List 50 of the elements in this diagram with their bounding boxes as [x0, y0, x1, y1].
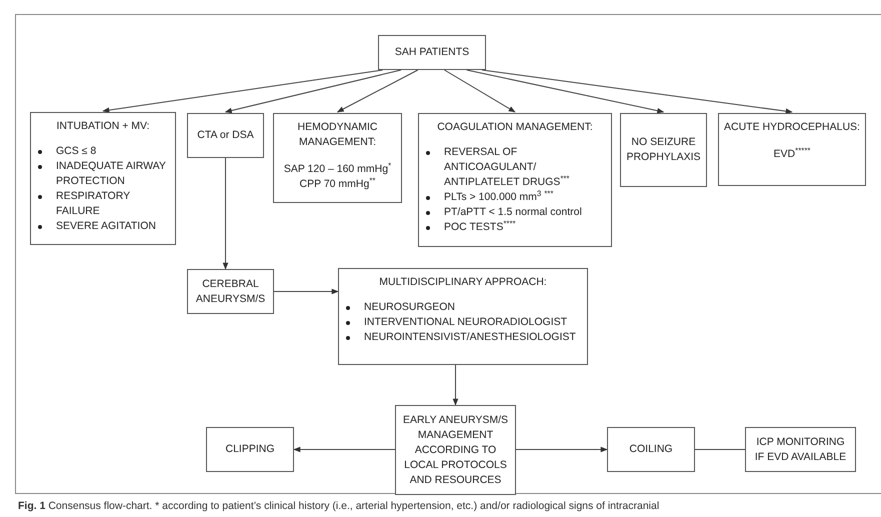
arrow [293, 446, 396, 452]
process-box [378, 35, 486, 70]
process-box [338, 268, 588, 365]
bullet-text: NEUROINTENSIVIST/ANESTHESIOLOGIST [364, 330, 576, 345]
bullet-text: RESPIRATORY FAILURE [56, 189, 131, 219]
bullet-text: REVERSAL OF ANTICOAGULANT/ ANTIPLATELET DRUGS$^{***}$ [444, 145, 570, 190]
process-box [187, 113, 264, 158]
bullet-text: GCS ≤ 8 [56, 144, 96, 159]
process-box [187, 269, 274, 314]
bullet-text: POC TESTS$^{****}$ [444, 220, 516, 235]
bullet-text: PT/aPTT < 1.5 normal control [444, 205, 582, 220]
box-heading: INTUBATION + MV: [55, 119, 151, 134]
arrow [466, 70, 664, 114]
process-box [206, 427, 294, 472]
box-text: NO SEIZURE PROPHYLAXIS [626, 135, 701, 165]
bullet-text: NEUROSURGEON [364, 300, 456, 315]
box-text: ICP MONITORING IF EVD AVAILABLE [754, 434, 848, 464]
process-box [718, 113, 866, 186]
box-text: CEREBRAL ANEURYSM/S [194, 276, 266, 306]
box-text: CPP 70 mmHg$^{**}$ [298, 177, 376, 192]
arrow [274, 288, 339, 294]
process-box [620, 113, 707, 187]
arrow [102, 70, 384, 113]
arrow [482, 70, 793, 114]
box-text: EARLY ANEURYSM/S MANAGEMENT ACCORDING TO LOCAL PROTOCOLS AND RESOURCES [402, 412, 510, 488]
figure-caption: Fig. 1 Consensus flow-chart. * according to patient’s clinical history (i.e., arterial hypertension, etc.) and/or radiological signs of intracranial [18, 499, 660, 513]
box-heading: HEMODYNAMIC MANAGEMENT: [296, 120, 378, 150]
box-text: SAH PATIENTS [394, 45, 470, 60]
box-text: SAP 120 – 160 mmHg$^{*}$ [282, 162, 392, 177]
process-box [418, 113, 612, 247]
process-box [745, 427, 856, 472]
box-heading: MULTIDISCIPLINARY APPROACH: [378, 275, 548, 290]
arrow [224, 70, 402, 114]
box-text: CLIPPING [224, 442, 276, 457]
bullet-text: INADEQUATE AIRWAY PROTECTION [56, 159, 167, 189]
process-box [30, 112, 176, 245]
process-box [395, 405, 516, 495]
process-box [273, 113, 402, 203]
box-heading: ACUTE HYDROCEPHALUS: [724, 120, 860, 135]
box-text: CTA or DSA [196, 128, 255, 143]
arrow [336, 70, 418, 112]
bullet-text: INTERVENTIONAL NEURORADIOLOGIST [364, 315, 568, 330]
bullet-text: SEVERE AGITATION [56, 219, 156, 234]
process-box [607, 427, 695, 472]
arrow [444, 70, 516, 112]
arrow [222, 158, 228, 270]
arrow [516, 446, 608, 452]
box-text: COILING [628, 442, 674, 457]
arrow [452, 364, 458, 406]
box-heading: COAGULATION MANAGEMENT: [436, 120, 594, 135]
